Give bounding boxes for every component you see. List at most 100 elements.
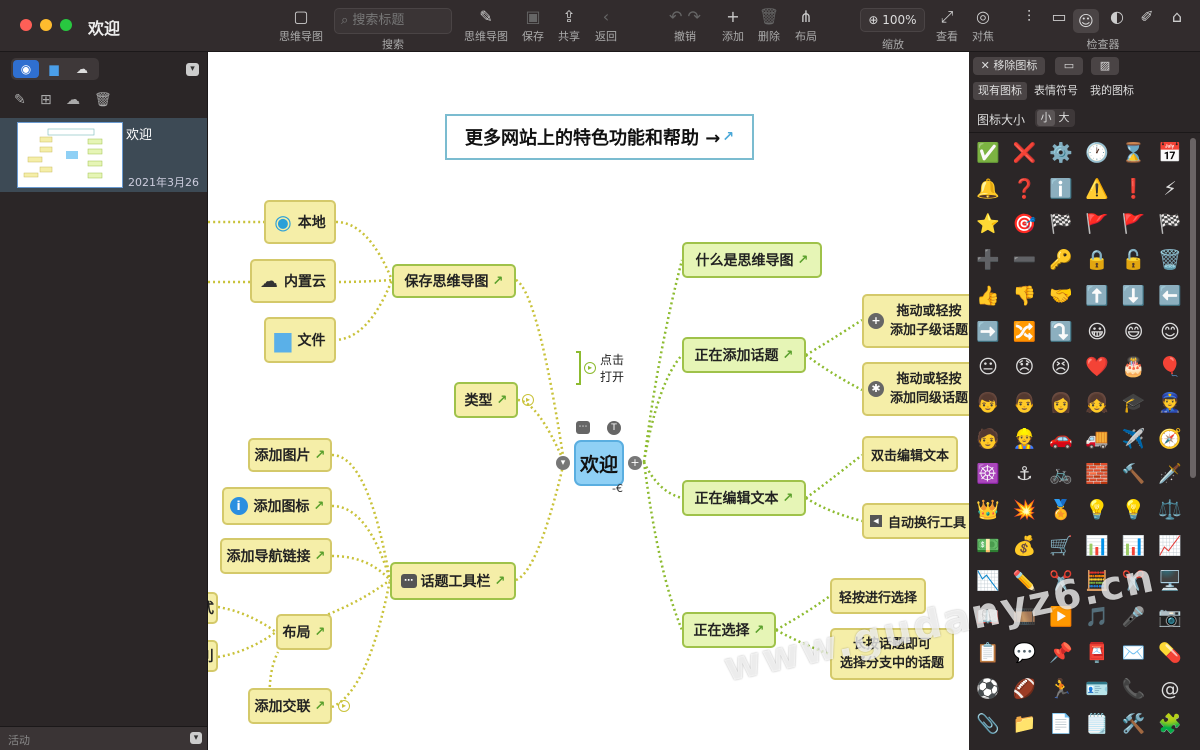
icon-option[interactable]: ❗ (1121, 177, 1146, 200)
icon-option[interactable]: 🚩 (1121, 213, 1146, 236)
node-editing-text[interactable]: 正在编辑文本↗ (682, 480, 806, 516)
node-what-is-mindmap[interactable]: 什么是思维导图↗ (682, 242, 822, 278)
icon-option[interactable]: 📋 (976, 641, 1000, 664)
icon-option[interactable]: 📷 (1158, 606, 1182, 629)
image-button[interactable]: ▨ (1091, 57, 1119, 75)
node-files[interactable]: ▆文件 (264, 317, 336, 363)
icon-option[interactable]: ❌ (1012, 142, 1037, 164)
node-drag-child[interactable]: +拖动或轻按 添加子级话题 (862, 294, 969, 348)
icon-option[interactable]: 😐 (978, 356, 998, 379)
icon-option[interactable]: 🎈 (1158, 356, 1182, 379)
undo-button[interactable]: ↶ ↷ 撤销 (660, 6, 710, 44)
present-button[interactable]: ⌂ (1164, 6, 1190, 28)
icon-option[interactable]: 🕐 (1085, 142, 1110, 164)
icon-option[interactable]: ⚙️ (1048, 142, 1073, 164)
icon-option[interactable]: ✉️ (1121, 641, 1146, 664)
icon-option[interactable]: ✅ (976, 142, 1000, 164)
footer-chevron-icon[interactable]: ▾ (190, 732, 202, 744)
icon-option[interactable]: 🧑 (976, 427, 1000, 450)
icon-option[interactable]: ✏️ (1012, 570, 1037, 593)
icon-option[interactable]: 🔑 (1048, 249, 1073, 272)
icon-option[interactable]: 👷 (1012, 427, 1037, 450)
icon-option[interactable]: 🔨 (1121, 463, 1146, 486)
add-child-icon[interactable]: + (628, 456, 642, 470)
icon-option[interactable]: 📈 (1158, 534, 1182, 557)
icon-option[interactable]: 💵 (976, 534, 1000, 557)
icon-option[interactable]: ⚖️ (1158, 499, 1182, 521)
icon-option[interactable]: 🚗 (1048, 427, 1073, 450)
icon-option[interactable]: 😊 (1160, 320, 1180, 343)
icon-option[interactable]: 👮 (1158, 391, 1182, 414)
icon-option[interactable]: ❤️ (1085, 356, 1110, 379)
icon-option[interactable]: 🚚 (1085, 427, 1110, 450)
icon-option[interactable]: 🧱 (1085, 463, 1110, 486)
icon-option[interactable]: ⬅️ (1158, 284, 1182, 307)
open-folder-button[interactable]: ▭ (1055, 57, 1083, 75)
icon-option[interactable]: ⬇️ (1121, 284, 1146, 307)
node-adding-topics[interactable]: 正在添加话题↗ (682, 337, 806, 373)
icon-option[interactable]: 🏅 (1048, 499, 1073, 521)
icon-option[interactable]: 👨 (1012, 391, 1037, 414)
icon-option[interactable]: 🛒 (1048, 534, 1073, 557)
icon-option[interactable]: 🏃 (1048, 677, 1073, 700)
icon-option[interactable]: 📌 (1048, 641, 1073, 664)
icon-option[interactable]: 🏈 (1012, 677, 1037, 700)
icon-option[interactable]: 😀 (1087, 320, 1108, 343)
node-save-mindmap[interactable]: 保存思维导图↗ (392, 264, 516, 298)
upload-icon[interactable]: ☁ (66, 92, 80, 108)
icon-option[interactable]: ✂️ (1048, 570, 1073, 593)
icon-option[interactable]: ⚓ (1015, 463, 1033, 486)
icon-option[interactable]: 👑 (976, 499, 1000, 521)
size-small-option[interactable]: 小 (1037, 110, 1055, 126)
icon-option[interactable]: 📉 (976, 570, 1000, 593)
icon-option[interactable]: 🎞️ (1012, 606, 1037, 629)
tab-my-icons[interactable]: 我的图标 (1090, 84, 1134, 97)
node-icloud[interactable]: ☁内置云 (250, 259, 336, 303)
delete-button[interactable]: 🗑 删除 (758, 7, 780, 43)
node-clipped-2[interactable]: 刂 (208, 640, 218, 672)
inspector-icon-tab[interactable]: ☺ (1073, 9, 1099, 33)
icon-option[interactable]: 💡 (1085, 499, 1110, 521)
icon-option[interactable]: ⚠️ (1085, 177, 1110, 200)
node-layout[interactable]: 布局↗ (276, 614, 332, 650)
icon-option[interactable]: ✈️ (1121, 427, 1146, 450)
icon-option[interactable]: ➡️ (976, 320, 1000, 343)
icon-option[interactable]: 📎 (976, 713, 1000, 736)
node-auto-wrap[interactable]: ◀自动换行工具 (862, 503, 969, 539)
zoom-window-button[interactable] (60, 19, 72, 31)
icon-option[interactable]: 📞 (1121, 677, 1146, 700)
central-topic[interactable]: 欢迎 (574, 440, 624, 486)
node-add-relation[interactable]: 添加交联↗ (248, 688, 332, 724)
node-selecting[interactable]: 正在选择↗ (682, 612, 776, 648)
text-style-icon[interactable]: T (607, 421, 621, 435)
icon-option[interactable]: 🪪 (1085, 677, 1110, 700)
focus-button[interactable]: ◎ 对焦 (972, 7, 994, 43)
icon-option[interactable]: 💡 (1121, 499, 1146, 521)
node-double-click[interactable]: 双击编辑文本 (862, 436, 958, 472)
sidebar-menu-chevron-icon[interactable]: ▾ (186, 63, 199, 76)
icon-option[interactable]: ⭐ (976, 213, 1000, 236)
icon-option[interactable]: 👧 (1085, 391, 1110, 414)
folder-tab[interactable]: ▆ (49, 62, 59, 76)
tab-emoji[interactable]: 表情符号 (1034, 84, 1078, 97)
view-button[interactable]: ⤢ 查看 (936, 7, 958, 43)
minimize-window-button[interactable] (40, 19, 52, 31)
icon-option[interactable]: 🎂 (1121, 356, 1146, 379)
icon-option[interactable]: 📊 (1085, 534, 1110, 557)
node-local[interactable]: ◉本地 (264, 200, 336, 244)
format-button[interactable]: ✐ (1134, 6, 1160, 28)
icon-option[interactable]: 😄 (1123, 320, 1144, 343)
new-document-icon[interactable]: ✎ (14, 92, 26, 108)
icon-option[interactable]: 💬 (1012, 641, 1037, 664)
document-list-item[interactable]: 欢迎 2021年3月26 (0, 118, 207, 192)
icon-option[interactable]: ▶️ (1048, 606, 1073, 629)
cloud-tab[interactable]: ☁ (76, 62, 88, 76)
local-storage-tab[interactable]: ◉ (13, 60, 39, 78)
icon-option[interactable]: 🗑️ (1158, 249, 1182, 272)
new-folder-icon[interactable]: ⊞ (40, 92, 52, 108)
comment-button[interactable]: ▭ (1046, 6, 1072, 28)
icon-option[interactable]: 💰 (1012, 534, 1037, 557)
icon-option[interactable]: 🗡️ (1158, 463, 1182, 486)
icon-option[interactable]: 😣 (1050, 356, 1071, 379)
new-mindmap-button[interactable]: ✎ 思维导图 (464, 7, 508, 43)
